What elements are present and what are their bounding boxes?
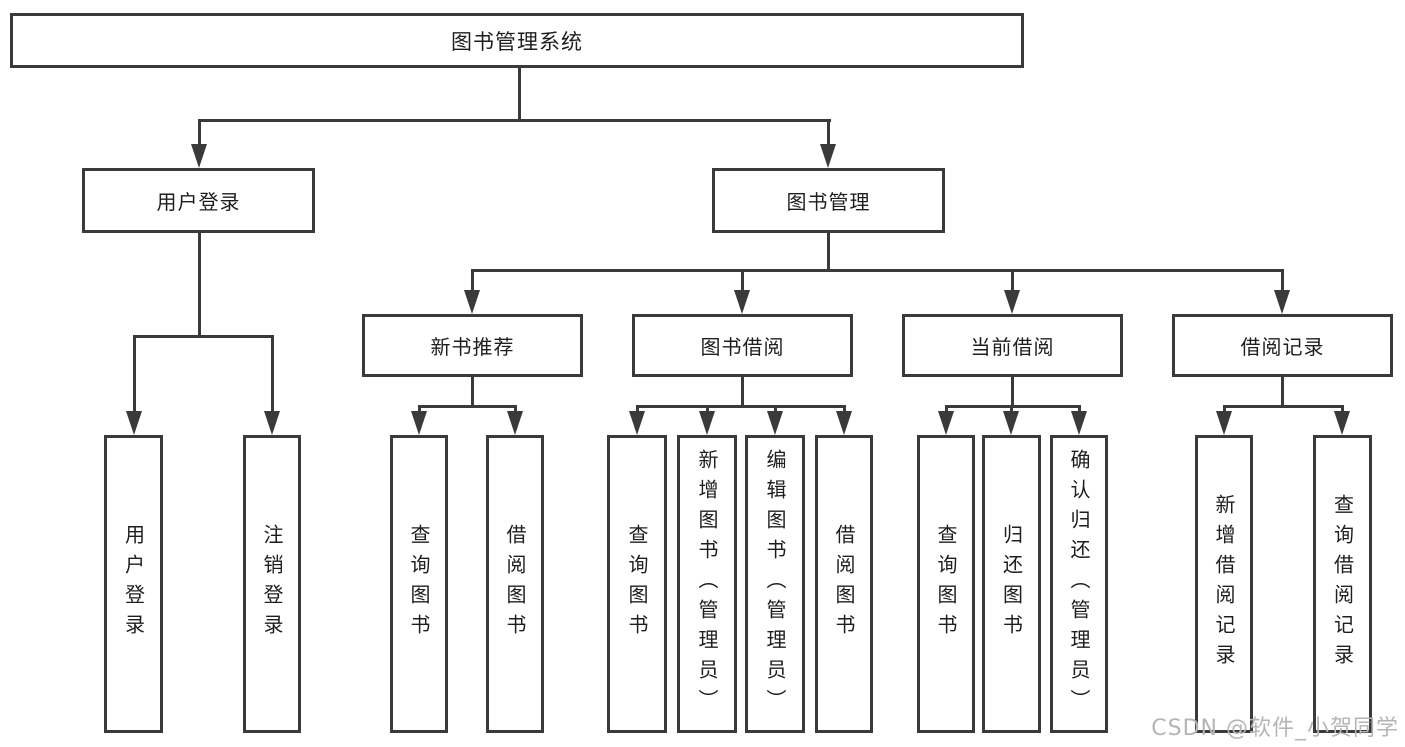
leaf-label: 确认归还（管理员） xyxy=(1067,449,1091,719)
node-new-book-recommend-label: 新书推荐 xyxy=(430,335,515,359)
arrowhead-leaf xyxy=(836,411,852,435)
node-new-book-recommend: 新书推荐 xyxy=(362,314,583,377)
leaf-label: 新增图书（管理员） xyxy=(695,449,719,719)
arrowhead-mgmt xyxy=(820,144,836,168)
arrowhead-login-user xyxy=(126,411,142,435)
connector-login-rail xyxy=(133,335,274,338)
connector-stem-newbook xyxy=(471,269,474,292)
connector-newbook-rail xyxy=(418,405,517,408)
leaf-logout-label: 注销登录 xyxy=(260,524,284,644)
connector-stem-leaf xyxy=(1010,405,1013,415)
leaf-user-login-label: 用户登录 xyxy=(121,524,146,644)
connector-stem-leaf xyxy=(418,405,421,415)
connector-level3-rail xyxy=(471,269,1284,272)
connector-stem-login-user xyxy=(133,335,136,413)
node-current-borrowing-label: 当前借阅 xyxy=(970,335,1055,359)
connector-stem-leaf xyxy=(706,405,709,415)
arrowhead-leaf xyxy=(1334,411,1350,435)
csdn-watermark: CSDN @软件_小贺同学 xyxy=(1151,716,1399,741)
leaf-label: 归还图书 xyxy=(999,524,1024,644)
arrowhead-borrowing xyxy=(734,290,750,314)
leaf-label: 查询图书 xyxy=(407,524,431,644)
node-book-management: 图书管理 xyxy=(712,168,945,233)
arrowhead-leaf xyxy=(507,411,523,435)
connector-stem-leaf xyxy=(1223,405,1226,415)
leaf-logout: 注销登录 xyxy=(243,435,301,733)
node-current-borrowing: 当前借阅 xyxy=(902,314,1123,377)
arrowhead-leaf xyxy=(1216,411,1232,435)
leaf-label: 新增借阅记录 xyxy=(1212,494,1236,674)
leaf-label: 查询图书 xyxy=(934,524,958,644)
connector-stem-current xyxy=(1011,269,1014,292)
connector-current-stub xyxy=(1011,377,1014,408)
connector-level2-rail xyxy=(198,119,831,122)
connector-stem-leaf xyxy=(843,405,846,415)
leaf-label: 查询借阅记录 xyxy=(1330,494,1355,674)
connector-stem-leaf xyxy=(1341,405,1344,415)
connector-stem-login xyxy=(198,119,201,147)
leaf-current-query-books: 查询图书 xyxy=(917,435,975,733)
connector-stem-mgmt xyxy=(827,119,830,147)
connector-records-rail xyxy=(1223,405,1344,408)
arrowhead-logout xyxy=(264,411,280,435)
arrowhead-current xyxy=(1004,290,1020,314)
connector-root-stub xyxy=(518,68,521,121)
connector-current-rail xyxy=(945,405,1081,408)
leaf-label: 编辑图书（管理员） xyxy=(763,449,787,719)
arrowhead-leaf xyxy=(938,411,954,435)
connector-stem-leaf xyxy=(774,405,777,415)
leaf-newbook-query-books: 查询图书 xyxy=(390,435,448,733)
leaf-borrowing-borrow-books: 借阅图书 xyxy=(815,435,873,733)
arrowhead-leaf xyxy=(411,411,427,435)
connector-borrowing-stub xyxy=(741,377,744,408)
leaf-borrowing-query-books: 查询图书 xyxy=(607,435,667,733)
leaf-label: 借阅图书 xyxy=(832,524,856,644)
arrowhead-leaf xyxy=(767,411,783,435)
node-root-label: 图书管理系统 xyxy=(451,29,583,54)
arrowhead-leaf xyxy=(1071,411,1087,435)
leaf-label: 查询图书 xyxy=(625,524,649,644)
connector-stem-leaf xyxy=(514,405,517,415)
arrowhead-login xyxy=(191,144,207,168)
node-root: 图书管理系统 xyxy=(10,13,1024,68)
connector-stem-leaf xyxy=(945,405,948,415)
node-user-login-label: 用户登录 xyxy=(156,190,241,214)
node-book-management-label: 图书管理 xyxy=(786,190,871,214)
leaf-current-return-books: 归还图书 xyxy=(982,435,1041,733)
connector-borrowing-rail xyxy=(636,405,846,408)
arrowhead-leaf xyxy=(629,411,645,435)
connector-newbook-stub xyxy=(471,377,474,408)
arrowhead-leaf xyxy=(1003,411,1019,435)
leaf-current-confirm-return-admin: 确认归还（管理员） xyxy=(1050,435,1108,733)
connector-stem-logout xyxy=(271,335,274,413)
arrowhead-leaf xyxy=(699,411,715,435)
leaf-records-query-record: 查询借阅记录 xyxy=(1313,435,1372,733)
arrowhead-newbook xyxy=(464,290,480,314)
node-borrowing-records-label: 借阅记录 xyxy=(1240,335,1325,359)
node-book-borrowing: 图书借阅 xyxy=(632,314,853,377)
leaf-borrowing-add-books-admin: 新增图书（管理员） xyxy=(677,435,737,733)
leaf-borrowing-edit-books-admin: 编辑图书（管理员） xyxy=(745,435,805,733)
leaf-newbook-borrow-books: 借阅图书 xyxy=(486,435,544,733)
node-borrowing-records: 借阅记录 xyxy=(1172,314,1393,377)
node-book-borrowing-label: 图书借阅 xyxy=(700,335,785,359)
leaf-label: 借阅图书 xyxy=(503,524,527,644)
node-user-login: 用户登录 xyxy=(82,168,315,233)
leaf-records-add-record: 新增借阅记录 xyxy=(1195,435,1253,733)
connector-login-stub xyxy=(198,233,201,338)
connector-stem-records xyxy=(1281,269,1284,292)
connector-stem-borrowing xyxy=(741,269,744,292)
arrowhead-records xyxy=(1274,290,1290,314)
connector-mgmt-stub xyxy=(827,233,830,272)
connector-records-stub xyxy=(1281,377,1284,408)
connector-stem-leaf xyxy=(1078,405,1081,415)
leaf-user-login: 用户登录 xyxy=(104,435,163,733)
connector-stem-leaf xyxy=(636,405,639,415)
